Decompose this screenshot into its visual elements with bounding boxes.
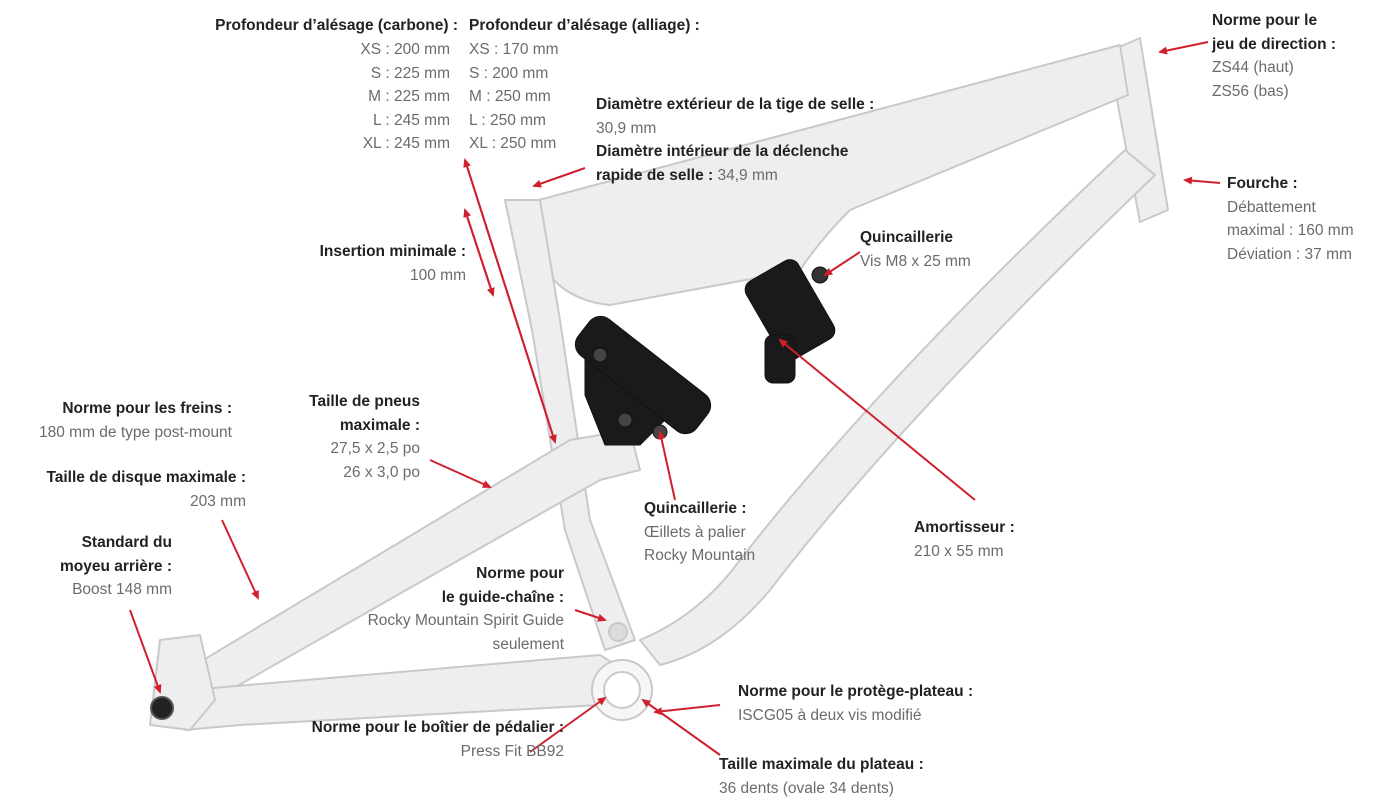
list-item: S : 200 mm	[469, 62, 559, 86]
hardware-mid-title: Quincaillerie :	[644, 497, 755, 521]
bottom-bracket-title: Norme pour le boîtier de pédalier :	[240, 716, 564, 740]
fork-callout: Fourche : Débattement maximal : 160 mm D…	[1227, 172, 1354, 266]
fork-value-1: Débattement	[1227, 196, 1354, 220]
headset-title-1: Norme pour le	[1212, 9, 1336, 33]
shock-callout: Amortisseur : 210 x 55 mm	[914, 516, 1015, 563]
rotor-value: 203 mm	[10, 490, 246, 514]
shock-title: Amortisseur :	[914, 516, 1015, 540]
bashguard-value: ISCG05 à deux vis modifié	[738, 704, 973, 728]
fork-value-2: maximal : 160 mm	[1227, 219, 1354, 243]
bore-depth-carbon: Profondeur d’alésage (carbone) :	[160, 14, 458, 38]
shock-value: 210 x 55 mm	[914, 540, 1015, 564]
headset-title-2: jeu de direction :	[1212, 33, 1336, 57]
bashguard-title: Norme pour le protège-plateau :	[738, 680, 973, 704]
hardware-mid-callout: Quincaillerie : Œillets à palier Rocky M…	[644, 497, 755, 568]
chainguide-callout: Norme pour le guide-chaîne : Rocky Mount…	[330, 562, 564, 656]
chainring-title: Taille maximale du plateau :	[719, 753, 924, 777]
list-item: XS : 170 mm	[469, 38, 559, 62]
brakes-value: 180 mm de type post-mount	[10, 421, 232, 445]
chainring-value: 36 dents (ovale 34 dents)	[719, 777, 924, 800]
bore-alloy-title: Profondeur d’alésage (alliage) :	[469, 14, 700, 38]
chainguide-title-2: le guide-chaîne :	[330, 586, 564, 610]
seatpost-outer-value: 30,9 mm	[596, 117, 874, 141]
list-item: XS : 200 mm	[300, 38, 450, 62]
insertion-value: 100 mm	[260, 264, 466, 288]
hub-title-1: Standard du	[40, 531, 172, 555]
list-item: M : 250 mm	[469, 85, 559, 109]
hub-value: Boost 148 mm	[40, 578, 172, 602]
rotor-title: Taille de disque maximale :	[10, 466, 246, 490]
brakes-title: Norme pour les freins :	[10, 397, 232, 421]
hardware-top-title: Quincaillerie	[860, 226, 971, 250]
hardware-mid-value-1: Œillets à palier	[644, 521, 755, 545]
fork-value-3: Déviation : 37 mm	[1227, 243, 1354, 267]
chainguide-title-1: Norme pour	[330, 562, 564, 586]
tires-title-1: Taille de pneus	[240, 390, 420, 414]
hub-title-2: moyeu arrière :	[40, 555, 172, 579]
seat-clamp-title-1: Diamètre intérieur de la déclenche	[596, 140, 874, 164]
bore-alloy-list: XS : 170 mm S : 200 mm M : 250 mm L : 25…	[469, 38, 559, 156]
fork-title: Fourche :	[1227, 172, 1354, 196]
headset-value-2: ZS56 (bas)	[1212, 80, 1336, 104]
bore-depth-alloy: Profondeur d’alésage (alliage) :	[469, 14, 700, 38]
main-pivot	[609, 623, 627, 641]
bore-carbon-title: Profondeur d’alésage (carbone) :	[160, 14, 458, 38]
list-item: L : 250 mm	[469, 109, 559, 133]
rear-axle	[151, 697, 173, 719]
tires-value-1: 27,5 x 2,5 po	[240, 437, 420, 461]
headset-value-1: ZS44 (haut)	[1212, 56, 1336, 80]
list-item: XL : 250 mm	[469, 132, 559, 156]
insertion-title: Insertion minimale :	[260, 240, 466, 264]
bashguard-callout: Norme pour le protège-plateau : ISCG05 à…	[738, 680, 973, 727]
hardware-mid-value-2: Rocky Mountain	[644, 544, 755, 568]
list-item: L : 245 mm	[300, 109, 450, 133]
list-item: S : 225 mm	[300, 62, 450, 86]
hub-callout: Standard du moyeu arrière : Boost 148 mm	[40, 531, 172, 602]
seatpost-callout: Diamètre extérieur de la tige de selle :…	[596, 93, 874, 187]
bottom-bracket-value: Press Fit BB92	[240, 740, 564, 764]
bore-carbon-list: XS : 200 mm S : 225 mm M : 225 mm L : 24…	[300, 38, 450, 156]
seat-clamp-title-2: rapide de selle :	[596, 167, 713, 184]
bottom-bracket-callout: Norme pour le boîtier de pédalier : Pres…	[240, 716, 564, 763]
chainguide-value-2: seulement	[330, 633, 564, 657]
tires-callout: Taille de pneus maximale : 27,5 x 2,5 po…	[240, 390, 420, 484]
hardware-top-value: Vis M8 x 25 mm	[860, 250, 971, 274]
hardware-top-callout: Quincaillerie Vis M8 x 25 mm	[860, 226, 971, 273]
list-item: M : 225 mm	[300, 85, 450, 109]
insertion-callout: Insertion minimale : 100 mm	[260, 240, 466, 287]
headset-callout: Norme pour le jeu de direction : ZS44 (h…	[1212, 9, 1336, 103]
rotor-callout: Taille de disque maximale : 203 mm	[10, 466, 246, 513]
brakes-callout: Norme pour les freins : 180 mm de type p…	[10, 397, 232, 444]
seatpost-outer-title: Diamètre extérieur de la tige de selle :	[596, 93, 874, 117]
tires-value-2: 26 x 3,0 po	[240, 461, 420, 485]
chainguide-value-1: Rocky Mountain Spirit Guide	[330, 609, 564, 633]
seat-clamp-value: 34,9 mm	[717, 167, 777, 184]
list-item: XL : 245 mm	[300, 132, 450, 156]
tires-title-2: maximale :	[240, 414, 420, 438]
